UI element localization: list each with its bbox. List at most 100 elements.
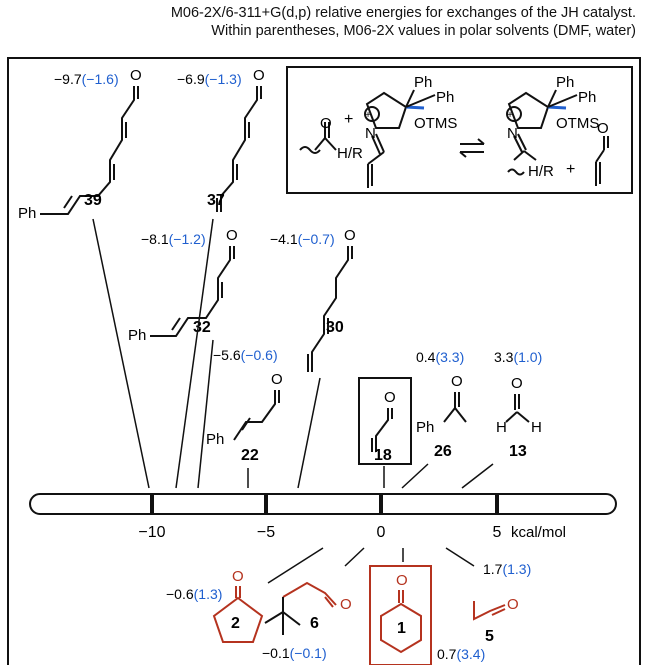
scheme-n-2: N — [507, 125, 518, 142]
svg-text:−4.1(−0.7): −4.1(−0.7) — [270, 231, 335, 247]
connectors-upper — [92, 218, 494, 489]
scheme-otms-1: OTMS — [414, 115, 457, 132]
svg-text:0.7(3.4): 0.7(3.4) — [437, 646, 485, 662]
h-13-left: H — [496, 419, 507, 436]
ph-22: Ph — [206, 431, 224, 448]
ring-2 — [212, 596, 264, 643]
svg-text:−9.7(−1.6): −9.7(−1.6) — [54, 71, 119, 87]
scheme-ph-3: Ph — [556, 74, 574, 91]
label-30: 30 — [326, 319, 344, 336]
energy-22: −5.6 — [213, 347, 241, 363]
energy-32: −8.1 — [141, 231, 169, 247]
scheme-ph-1: Ph — [414, 74, 432, 91]
oxygen-2: O — [232, 568, 244, 585]
label-5: 5 — [485, 628, 494, 645]
solvent-energy-6: (−0.1) — [290, 645, 327, 661]
diagram-frame — [7, 57, 641, 665]
svg-text:+: + — [365, 110, 371, 121]
energy-13: 3.3 — [494, 349, 514, 365]
compound-30: −4.1(−0.7) O 30 — [270, 227, 356, 372]
oxygen-32: O — [226, 227, 238, 244]
solvent-energy-26: (3.3) — [435, 349, 464, 365]
svg-text:3.3(1.0): 3.3(1.0) — [494, 349, 542, 365]
compound-13: 3.3(1.0) O H H 13 — [494, 349, 542, 460]
ring-1 — [380, 602, 422, 654]
oxygen-37: O — [253, 67, 265, 84]
tick-label-minus-10: −10 — [138, 524, 165, 541]
energy-26: 0.4 — [416, 349, 436, 365]
compound-2: −0.6(1.3) O 2 — [166, 568, 264, 643]
compound-1: O 1 0.7(3.4) — [369, 565, 485, 665]
ph-26: Ph — [416, 419, 434, 436]
solvent-energy-37: (−1.3) — [205, 71, 242, 87]
compound-39: −9.7(−1.6) O Ph 39 — [18, 67, 142, 222]
connectors-lower — [267, 547, 475, 584]
label-26: 26 — [434, 443, 452, 460]
svg-text:−5.6(−0.6): −5.6(−0.6) — [213, 347, 278, 363]
energy-1: 0.7 — [437, 646, 457, 662]
solvent-energy-39: (−1.6) — [82, 71, 119, 87]
solvent-energy-22: (−0.6) — [241, 347, 278, 363]
compound-18: O 18 — [358, 377, 412, 465]
energy-37: −6.9 — [177, 71, 205, 87]
svg-text:−0.6(1.3): −0.6(1.3) — [166, 586, 222, 602]
oxygen-13: O — [511, 375, 523, 392]
energy-5: 1.7 — [483, 561, 503, 577]
oxygen-30: O — [344, 227, 356, 244]
solvent-energy-30: (−0.7) — [298, 231, 335, 247]
solvent-energy-5: (1.3) — [502, 561, 531, 577]
scheme-o-2: O — [597, 120, 609, 137]
svg-text:−0.1(−0.1): −0.1(−0.1) — [262, 645, 327, 661]
svg-text:0.4(3.3): 0.4(3.3) — [416, 349, 464, 365]
label-1: 1 — [397, 620, 406, 637]
oxygen-1: O — [396, 572, 408, 589]
oxygen-18: O — [384, 389, 396, 406]
compound-5: 1.7(1.3) O 5 — [473, 561, 531, 645]
scheme-box — [286, 66, 633, 194]
energy-30: −4.1 — [270, 231, 298, 247]
compound-6: O 6 −0.1(−0.1) — [262, 581, 352, 661]
scheme-ph-4: Ph — [578, 89, 596, 106]
label-32: 32 — [193, 319, 211, 336]
axis-bar — [29, 493, 617, 515]
tick-label-0: 0 — [377, 524, 386, 541]
energy-6: −0.1 — [262, 645, 290, 661]
svg-text:+: + — [507, 110, 513, 121]
svg-text:1.7(1.3): 1.7(1.3) — [483, 561, 531, 577]
energy-2: −0.6 — [166, 586, 194, 602]
scheme-otms-2: OTMS — [556, 115, 599, 132]
label-37: 37 — [207, 192, 225, 209]
svg-text:−8.1(−1.2): −8.1(−1.2) — [141, 231, 206, 247]
oxygen-6: O — [340, 596, 352, 613]
scheme-hr-2: H/R — [528, 163, 554, 180]
ph-32: Ph — [128, 327, 146, 344]
scheme-ph-2: Ph — [436, 89, 454, 106]
exchange-scheme: + + Ph Ph OTMS O H/R + N Ph Ph OTMS N H/… — [286, 66, 633, 194]
solvent-energy-32: (−1.2) — [169, 231, 206, 247]
oxygen-5: O — [507, 596, 519, 613]
energy-39: −9.7 — [54, 71, 82, 87]
energy-axis: −10 −5 0 5 kcal/mol — [29, 493, 617, 541]
figure-caption-line1: M06-2X/6-311+G(d,p) relative energies fo… — [170, 5, 636, 21]
compound-32: −8.1(−1.2) O Ph 32 — [128, 227, 238, 344]
compound-37: −6.9(−1.3) O 37 — [177, 67, 265, 212]
h-13-right: H — [531, 419, 542, 436]
compound-26: 0.4(3.3) O Ph 26 — [416, 349, 467, 460]
box-1 — [369, 565, 432, 665]
scheme-plus-2: + — [566, 161, 575, 178]
oxygen-26: O — [451, 373, 463, 390]
solvent-energy-2: (1.3) — [194, 586, 223, 602]
label-18: 18 — [374, 447, 392, 464]
scheme-plus-1: + — [344, 111, 353, 128]
scheme-hr-1: H/R — [337, 145, 363, 162]
tick-label-minus-5: −5 — [257, 524, 275, 541]
svg-text:−6.9(−1.3): −6.9(−1.3) — [177, 71, 242, 87]
ph-39: Ph — [18, 205, 36, 222]
solvent-energy-1: (3.4) — [456, 646, 485, 662]
box-18 — [358, 377, 412, 465]
oxygen-22: O — [271, 371, 283, 388]
oxygen-39: O — [130, 67, 142, 84]
axis-unit: kcal/mol — [511, 524, 566, 541]
label-2: 2 — [231, 615, 240, 632]
